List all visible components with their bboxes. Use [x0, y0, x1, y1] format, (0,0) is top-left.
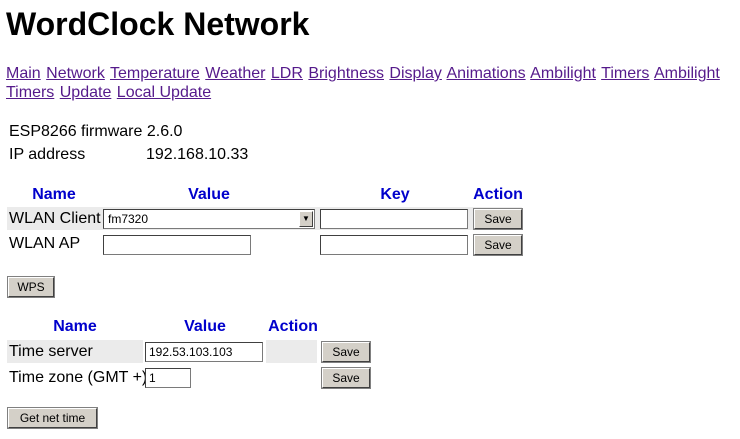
nav-link-brightness[interactable]: Brightness: [308, 65, 384, 82]
nav-link-update[interactable]: Update: [59, 84, 112, 101]
time-server-action-bg: [266, 340, 317, 363]
ip-row: IP address 192.168.10.33: [9, 143, 248, 166]
page-title: WordClock Network: [6, 6, 310, 42]
firmware-value: 2.6.0: [146, 123, 183, 140]
time-zone-save-button[interactable]: Save: [321, 367, 371, 389]
wlan-client-selected-value: fm7320: [108, 212, 149, 226]
wlan-header-name: Name: [32, 186, 76, 203]
nav-link-timers[interactable]: Timers: [601, 65, 650, 82]
nav-bar: Main Network Temperature Weather LDR Bri…: [6, 64, 740, 102]
wlan-client-save-button[interactable]: Save: [473, 208, 523, 230]
wlan-client-key-input[interactable]: [320, 209, 468, 229]
time-server-label-bg: [7, 340, 143, 363]
firmware-row: ESP8266 firmware 2.6.0: [9, 120, 248, 143]
time-header-name: Name: [53, 318, 97, 335]
time-zone-label: Time zone (GMT +): [9, 369, 148, 386]
wlan-ap-label: WLAN AP: [9, 235, 81, 252]
time-zone-input[interactable]: 1: [145, 368, 191, 388]
ip-value: 192.168.10.33: [146, 146, 249, 163]
nav-link-local-update[interactable]: Local Update: [116, 84, 212, 101]
ip-label: IP address: [9, 146, 86, 163]
wlan-ap-save-button[interactable]: Save: [473, 234, 523, 256]
time-server-save-button[interactable]: Save: [321, 341, 371, 363]
nav-link-display[interactable]: Display: [389, 65, 442, 82]
nav-link-ambilight-timers[interactable]: Ambilight Timers: [6, 65, 720, 101]
time-server-input[interactable]: 192.53.103.103: [145, 342, 263, 362]
wlan-ap-key-input[interactable]: [320, 235, 468, 255]
nav-link-main[interactable]: Main: [6, 65, 41, 82]
time-header-action: Action: [268, 318, 318, 335]
wlan-header-action: Action: [473, 186, 523, 203]
nav-link-temperature[interactable]: Temperature: [109, 65, 200, 82]
firmware-label: ESP8266 firmware: [9, 123, 143, 140]
wlan-ap-input[interactable]: [103, 235, 251, 255]
nav-link-weather[interactable]: Weather: [205, 65, 266, 82]
device-info: ESP8266 firmware 2.6.0 IP address 192.168…: [9, 120, 248, 166]
wlan-client-label: WLAN Client: [9, 210, 101, 227]
nav-link-ldr[interactable]: LDR: [270, 65, 303, 82]
wps-button[interactable]: WPS: [7, 276, 55, 298]
wlan-header-value: Value: [188, 186, 230, 203]
nav-link-network[interactable]: Network: [46, 65, 105, 82]
nav-link-animations[interactable]: Animations: [446, 65, 526, 82]
nav-link-ambilight[interactable]: Ambilight: [530, 65, 596, 82]
get-net-time-button[interactable]: Get net time: [7, 407, 98, 429]
wlan-client-select[interactable]: fm7320 ▼: [103, 209, 315, 229]
chevron-down-icon[interactable]: ▼: [299, 211, 313, 227]
time-header-value: Value: [184, 318, 226, 335]
wlan-header-key: Key: [380, 186, 410, 203]
time-server-label: Time server: [9, 343, 93, 360]
